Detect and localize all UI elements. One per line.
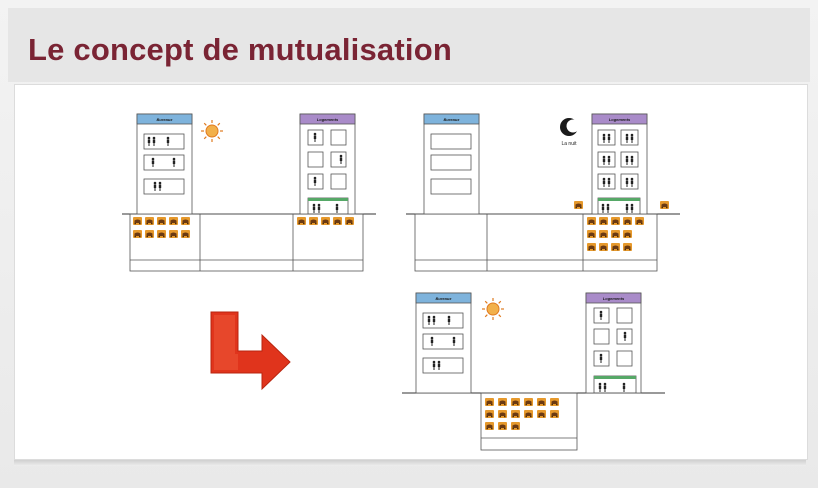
car-icon: [611, 230, 620, 238]
bureaux-label: Bureaux: [443, 117, 460, 122]
car-icon: [133, 217, 142, 225]
window: [620, 151, 639, 168]
car-icon: [623, 217, 632, 225]
car-icon: [623, 243, 632, 251]
car-icon: [611, 243, 620, 251]
sun-icon: [201, 120, 223, 142]
car-icon: [321, 217, 330, 225]
car-icon: [511, 410, 520, 418]
page-title: Le concept de mutualisation: [28, 32, 452, 67]
bureaux-label: Bureaux: [435, 296, 452, 301]
car-icon: [181, 217, 190, 225]
car-icon: [511, 398, 520, 406]
car-icon: [599, 243, 608, 251]
logements-label: Logements: [609, 117, 631, 122]
car-icon: [599, 230, 608, 238]
car-icon: [309, 217, 318, 225]
car-icon: [498, 422, 507, 430]
moon-icon: ★: [560, 118, 580, 136]
panel-shadow: [14, 460, 806, 466]
car-icon: [333, 217, 342, 225]
scene-day-separate: Bureaux: [122, 113, 376, 272]
parking-cars-logements: [587, 217, 644, 251]
car-icon: [169, 230, 178, 238]
svg-text:★: ★: [569, 122, 576, 131]
car-icon: [145, 217, 154, 225]
car-icon: [524, 398, 533, 406]
car-icon: [537, 410, 546, 418]
car-icon: [635, 217, 644, 225]
window: [597, 151, 616, 168]
car-icon: [133, 230, 142, 238]
logements-label: Logements: [603, 296, 625, 301]
logements-building: Logements: [299, 113, 356, 215]
car-icon: [485, 398, 494, 406]
car-icon: [574, 201, 583, 209]
logements-building: Logements: [585, 292, 642, 394]
car-icon: [611, 217, 620, 225]
car-icon: [511, 422, 520, 430]
window: [620, 173, 639, 190]
sun-icon: [482, 298, 504, 320]
car-icon: [157, 217, 166, 225]
shared-parking-cars: [485, 398, 559, 430]
parking-cars-logements: [297, 217, 354, 225]
car-icon: [524, 410, 533, 418]
bureaux-building: Bureaux: [423, 113, 480, 215]
bureaux-label: Bureaux: [156, 117, 173, 122]
car-icon: [660, 201, 669, 209]
parking-basement: [129, 213, 364, 272]
car-icon: [550, 410, 559, 418]
car-icon: [537, 398, 546, 406]
window: [620, 129, 639, 146]
window: [597, 129, 616, 146]
logements-building: Logements: [591, 113, 648, 215]
car-icon: [485, 410, 494, 418]
scene-night-separate: Bureaux ★ La nuit Logements: [406, 113, 680, 272]
car-icon: [498, 410, 507, 418]
bureaux-building: Bureaux: [136, 113, 193, 215]
parking-basement: [414, 213, 658, 272]
car-icon: [498, 398, 507, 406]
shared-parking-basement: [480, 392, 578, 451]
window: [597, 173, 616, 190]
car-icon: [623, 230, 632, 238]
car-icon: [550, 398, 559, 406]
parking-cars-bureaux: [133, 217, 190, 238]
car-icon: [169, 217, 178, 225]
car-icon: [181, 230, 190, 238]
car-icon: [485, 422, 494, 430]
car-icon: [345, 217, 354, 225]
scene-shared-parking: Bureaux: [402, 292, 665, 451]
car-icon: [587, 243, 596, 251]
title-bar: Le concept de mutualisation: [8, 8, 810, 82]
car-icon: [297, 217, 306, 225]
car-icon: [587, 230, 596, 238]
logements-label: Logements: [317, 117, 339, 122]
car-icon: [157, 230, 166, 238]
night-label: La nuit: [561, 141, 577, 147]
car-icon: [587, 217, 596, 225]
car-icon: [145, 230, 154, 238]
arrow-icon: [210, 311, 291, 391]
bureaux-building: Bureaux: [415, 292, 472, 394]
car-icon: [599, 217, 608, 225]
